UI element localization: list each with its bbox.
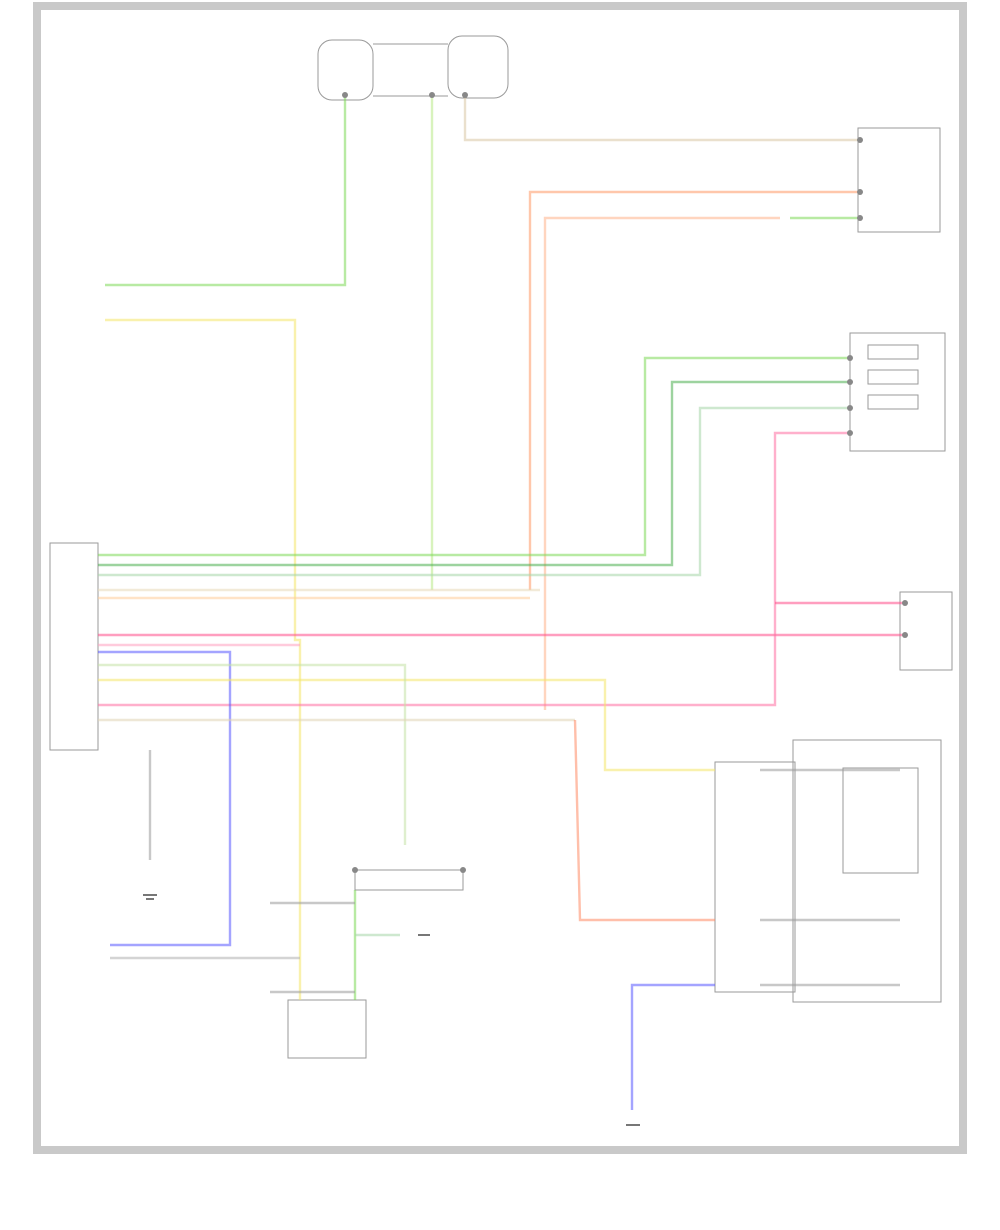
wire-green-mid-2 [98, 380, 850, 567]
terminal-dot [847, 379, 853, 385]
bottom-right-relay-box [792, 739, 942, 1003]
wire-pink-2 [98, 431, 850, 707]
diagram-frame [33, 2, 967, 1154]
wire-orange-1 [528, 190, 860, 590]
terminal-dot [342, 92, 348, 98]
terminal-dot [847, 430, 853, 436]
wire-salmon-relay [573, 719, 715, 922]
ground-symbols [143, 894, 640, 1126]
terminal-dot [847, 355, 853, 361]
terminal-dot [847, 405, 853, 411]
wire-blue [98, 650, 232, 947]
bottom-right-relay-inner [842, 767, 919, 874]
terminal-dot [902, 632, 908, 638]
wire-light-green-lower [98, 663, 407, 845]
wire-tan-top [463, 95, 860, 142]
right-middle-module-slot-1 [867, 344, 919, 360]
right-middle-module-slot-3 [867, 394, 919, 410]
wire-green-mid-3 [98, 406, 850, 577]
terminal-dots [342, 92, 908, 873]
bottom-center-fuse [354, 869, 464, 891]
terminal-dot [857, 137, 863, 143]
wire-group [98, 95, 905, 1110]
wire-yellow-lower [98, 678, 715, 772]
wire-green-mid-1 [98, 356, 850, 557]
left-main-connector [49, 542, 99, 751]
right-switch [899, 591, 953, 671]
terminal-dot [352, 867, 358, 873]
top-right-component [447, 35, 509, 99]
top-left-component [317, 39, 374, 101]
terminal-dot [902, 600, 908, 606]
terminal-dot [857, 215, 863, 221]
bottom-center-unit [287, 999, 367, 1059]
wire-orange-2 [543, 216, 780, 710]
terminal-dot [462, 92, 468, 98]
right-upper-module [857, 127, 941, 233]
wire-blue-ground [630, 983, 715, 1110]
wire-yellow-left [105, 318, 302, 1000]
terminal-dot [857, 189, 863, 195]
terminal-dot [429, 92, 435, 98]
right-middle-module [849, 332, 946, 452]
component-boxes [49, 35, 953, 1059]
wire-green-top-left [105, 95, 347, 287]
right-middle-module-slot-2 [867, 369, 919, 385]
bottom-right-terminal-strip [714, 761, 796, 993]
terminal-dot [460, 867, 466, 873]
